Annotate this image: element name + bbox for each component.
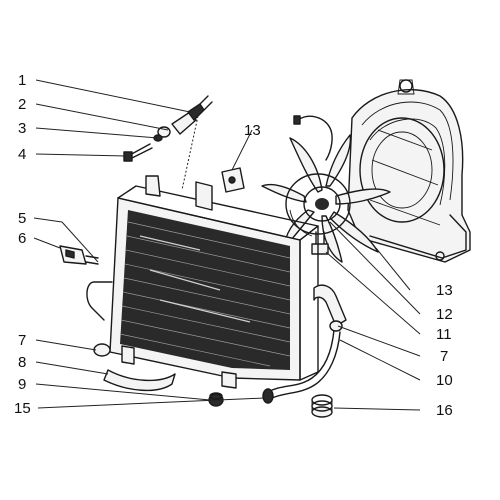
spring-clamp-16 [311,394,333,418]
callout-5: 5 [18,210,26,227]
hose-8 [103,369,176,392]
clip-13 [221,167,245,193]
callout-8: 8 [18,354,26,371]
sender-assembly [123,95,213,191]
fan-shroud [347,79,471,263]
clamp-7-left [93,343,111,357]
callout-11: 11 [436,326,452,343]
callout-7-left: 7 [18,332,26,349]
fitting-15 [262,388,274,404]
callout-1: 1 [18,72,26,89]
callout-16: 16 [436,402,453,419]
callout-2: 2 [18,96,26,113]
hose-10 [267,329,335,393]
radiator [86,175,347,389]
clamp-7-right [329,320,343,332]
callout-4: 4 [18,146,26,163]
callout-13-right: 13 [436,282,453,299]
thermo-switch [59,245,99,265]
callout-13-top: 13 [244,122,261,139]
callout-7-right: 7 [440,348,448,365]
callout-9: 9 [18,376,26,393]
callout-labels: 1 2 3 4 5 6 7 8 9 15 13 13 12 11 7 10 16 [14,72,453,419]
callout-10: 10 [436,372,453,389]
callout-6: 6 [18,230,26,247]
callout-12: 12 [436,306,453,323]
leader-lines [33,79,421,411]
callout-15: 15 [14,400,31,417]
callout-3: 3 [18,120,26,137]
